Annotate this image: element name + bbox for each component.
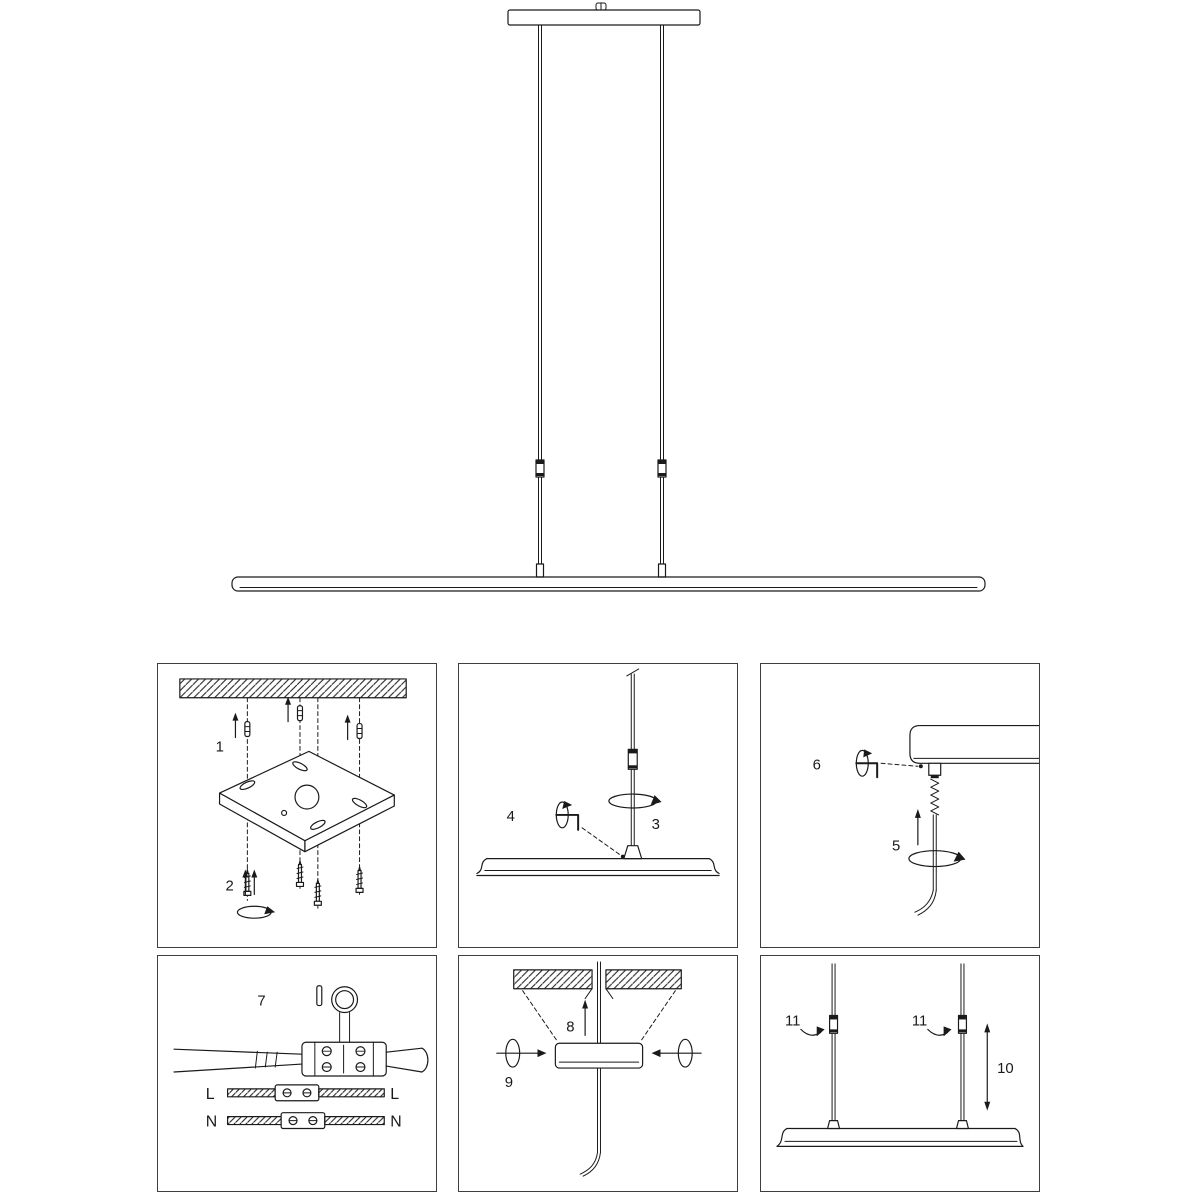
neutral-wire-row bbox=[226, 1112, 385, 1130]
step-10-label: 10 bbox=[997, 1061, 1014, 1077]
step-2-label: 2 bbox=[226, 878, 234, 894]
panel-steps-10-11: 11 11 10 bbox=[760, 955, 1040, 1192]
screw-push-arrows bbox=[242, 869, 258, 895]
step-11-label-left: 11 bbox=[785, 1013, 800, 1029]
mounting-plate-drawing: 1 2 bbox=[179, 678, 407, 919]
panel-steps-5-6: 5 6 bbox=[760, 663, 1040, 948]
push-up-arrow bbox=[914, 808, 921, 846]
wiring-drawing: 7 L L N N bbox=[173, 985, 429, 1131]
live-label-right: L bbox=[390, 1086, 399, 1103]
step-5-label: 5 bbox=[892, 839, 900, 855]
suspension-rod bbox=[914, 814, 937, 916]
step-8-label: 8 bbox=[566, 1019, 574, 1035]
step-1-label: 1 bbox=[216, 739, 224, 755]
twist-joint-arrow-left bbox=[800, 1026, 825, 1037]
panel-steps-8-9: 8 9 bbox=[458, 955, 738, 1192]
suspension-rod-left bbox=[829, 963, 839, 1122]
mounting-screws bbox=[243, 858, 364, 906]
rod-receptacle bbox=[928, 762, 942, 779]
rotate-arrow bbox=[236, 905, 276, 919]
rotate-rod-arrow bbox=[608, 793, 662, 809]
light-bar-section bbox=[909, 724, 1039, 764]
twist-arrow-left bbox=[496, 1038, 547, 1068]
ceiling-canopy bbox=[507, 2, 701, 26]
ceiling-hatch-right bbox=[605, 969, 682, 990]
pendant-lamp-overview bbox=[231, 2, 986, 592]
mounting-plate bbox=[218, 750, 395, 853]
allen-key bbox=[555, 801, 580, 831]
suspension-rod bbox=[626, 668, 640, 847]
setscrew-leader bbox=[880, 762, 923, 769]
step-6-label: 6 bbox=[813, 757, 821, 773]
wall-plugs bbox=[232, 696, 363, 741]
step-11-label-right: 11 bbox=[912, 1013, 927, 1029]
ceiling-hatch-left bbox=[513, 969, 593, 990]
suspension-rod bbox=[579, 961, 601, 1177]
step-3-label: 3 bbox=[652, 817, 660, 833]
light-bar bbox=[231, 576, 986, 592]
allen-key bbox=[855, 749, 879, 779]
alignment-dashed-lines bbox=[522, 990, 676, 1042]
suspension-rod-left bbox=[535, 24, 545, 578]
panel-step-7: 7 L L N N bbox=[157, 955, 437, 1192]
panel-steps-1-2: 1 2 bbox=[157, 663, 437, 948]
panel-steps-3-4: 3 4 bbox=[458, 663, 738, 948]
neutral-label-left: N bbox=[206, 1114, 217, 1131]
threaded-rod-drawing: 5 6 bbox=[813, 724, 1039, 916]
rod-cone-fitting bbox=[623, 845, 643, 860]
push-up-arrow bbox=[582, 999, 589, 1036]
height-adjust-drawing: 11 11 10 bbox=[776, 963, 1024, 1147]
strain-relief-assembly bbox=[173, 985, 429, 1077]
twist-arrow-right bbox=[651, 1038, 702, 1068]
height-double-arrow bbox=[984, 1023, 991, 1111]
step-7-label: 7 bbox=[257, 994, 265, 1010]
setscrew-leader bbox=[581, 827, 625, 859]
rod-to-bar-drawing: 3 4 bbox=[476, 668, 720, 877]
threaded-section bbox=[930, 778, 940, 816]
canopy-mount-drawing: 8 9 bbox=[496, 961, 702, 1177]
twist-joint-arrow-right bbox=[927, 1026, 952, 1037]
neutral-label-right: N bbox=[390, 1114, 401, 1131]
suspension-rod-right bbox=[957, 963, 968, 1122]
live-label-left: L bbox=[206, 1086, 215, 1103]
suspension-rod-right bbox=[657, 24, 667, 578]
ceiling-canopy bbox=[554, 1042, 644, 1069]
step-4-label: 4 bbox=[507, 809, 515, 825]
ceiling-hatch bbox=[179, 678, 407, 699]
light-bar-section bbox=[776, 1120, 1024, 1147]
bracket-tabs bbox=[584, 988, 614, 1000]
rotate-rod-arrow bbox=[908, 850, 966, 868]
step-9-label: 9 bbox=[505, 1075, 513, 1091]
light-bar-section bbox=[476, 858, 720, 877]
live-wire-row bbox=[226, 1084, 385, 1102]
